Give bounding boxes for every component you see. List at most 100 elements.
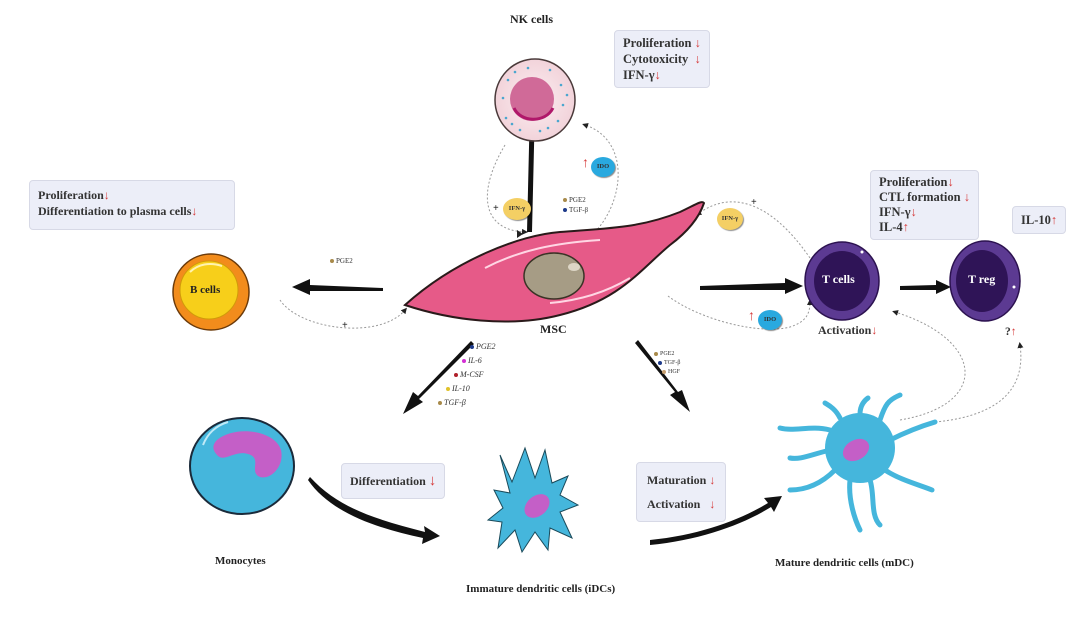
- effect-text: Proliferation: [38, 188, 104, 202]
- ifn-gamma-pill-nk: IFN-γ: [503, 198, 531, 220]
- idc-cell: [486, 446, 580, 554]
- t-effect-row: IFN-γ↓: [879, 205, 970, 220]
- down-arrow-icon: ↓: [963, 190, 970, 204]
- ifn-gamma-pill-t: IFN-γ: [717, 208, 743, 230]
- nk-cells-label: NK cells: [510, 12, 553, 26]
- down-arrow-icon: ↓: [947, 175, 954, 189]
- nk-cell: [494, 58, 576, 142]
- t-effect-row: IL-4↑: [879, 220, 970, 235]
- mediator-dot-icon: [654, 351, 658, 356]
- plus-sign-t: +: [751, 197, 757, 208]
- dc-mediators: PGE2 TGF-β HGF: [654, 350, 680, 377]
- msc-label: MSC: [540, 322, 567, 336]
- down-arrow-icon: ↓: [191, 204, 198, 218]
- msc-cell: [403, 201, 706, 323]
- t-cells-label: T cells: [822, 272, 855, 286]
- nk-to-msc-curve: [486, 144, 528, 235]
- down-arrow-icon: ↓: [709, 497, 716, 511]
- msc-to-t-ido-curve: [667, 295, 813, 330]
- mediator-name: PGE2: [476, 342, 496, 351]
- effect-text: IFN-γ: [623, 68, 655, 82]
- up-arrow-icon: ↑: [1050, 213, 1058, 227]
- mdc-to-t-curve: [892, 310, 966, 421]
- maturation-row: Maturation ↓: [647, 468, 715, 492]
- mediator-dot-icon: [462, 359, 466, 364]
- mediator-name: IL-10: [452, 384, 470, 393]
- b-to-msc-curve: [279, 299, 407, 329]
- nk-effect-row: Proliferation ↓: [623, 35, 701, 51]
- mediator-item: TGF-β: [563, 205, 588, 215]
- up-arrow-icon: ↑: [902, 220, 909, 234]
- mediator-dot-icon: [446, 387, 450, 392]
- mediator-dot-icon: [438, 401, 442, 406]
- feedback-curves: [279, 123, 1024, 423]
- effect-text: IL-4: [879, 220, 903, 234]
- down-arrow-icon: ↓: [654, 68, 661, 82]
- b-effect-row: Differentiation to plasma cells↓: [38, 203, 226, 219]
- treg-label: T reg: [968, 272, 996, 286]
- effect-text: Proliferation: [623, 36, 692, 50]
- mediator-item: IL-10: [446, 382, 496, 396]
- mediator-item: PGE2: [470, 340, 496, 354]
- effect-text: IL-10: [1021, 213, 1051, 227]
- msc-to-b-arrow: [292, 279, 383, 295]
- ido-pill-nk: IDO: [591, 157, 615, 177]
- mediator-name: PGE2: [660, 351, 675, 357]
- t-effect-row: CTL formation ↓: [879, 190, 970, 205]
- t-to-msc-curve: [695, 201, 811, 259]
- monocyte-to-idc-arrow: [308, 477, 440, 544]
- b-effect-row: Proliferation↓: [38, 187, 226, 203]
- mediator-name: PGE2: [569, 196, 586, 204]
- question-text: ?: [1005, 326, 1011, 338]
- plus-sign-nk: +: [493, 203, 499, 214]
- effect-text: IFN-γ: [879, 205, 911, 219]
- mdc-cell: [777, 392, 938, 533]
- mediator-item: PGE2: [654, 350, 680, 359]
- dc-maturation-box: Maturation ↓ Activation ↓: [636, 462, 727, 522]
- treg-cell: [949, 240, 1021, 322]
- ido-up-arrow-icon: ↑: [748, 309, 755, 324]
- mediator-dot-icon: [563, 208, 567, 213]
- idc-label: Immature dendritic cells (iDCs): [466, 583, 616, 595]
- effect-text: Maturation: [647, 473, 707, 487]
- t-to-treg-arrow: [900, 280, 951, 294]
- monocyte-cell: [189, 417, 295, 515]
- differentiation-row: Differentiation ↓: [350, 473, 436, 489]
- t-effect-row: Proliferation↓: [879, 175, 970, 190]
- mediator-dot-icon: [563, 198, 567, 203]
- mediator-item: PGE2: [563, 195, 588, 205]
- mediator-dot-icon: [662, 369, 666, 374]
- ido-pill-t: IDO: [758, 310, 782, 330]
- plus-sign-b: +: [342, 320, 348, 331]
- b-cell: [172, 253, 250, 331]
- effect-text: Differentiation to plasma cells: [38, 204, 192, 218]
- effect-text: Proliferation: [879, 175, 948, 189]
- t-activation-annotation: Activation↓: [818, 323, 877, 338]
- t-cell: [804, 241, 880, 321]
- monocyte-differentiation-box: Differentiation ↓: [341, 463, 446, 499]
- down-arrow-icon: ↓: [694, 36, 701, 50]
- mediator-name: TGF-β: [569, 206, 589, 214]
- msc-nucleus: [523, 252, 585, 300]
- down-arrow-icon: ↓: [709, 473, 716, 487]
- down-arrow-icon: ↓: [428, 473, 437, 489]
- mediator-name: IL-6: [468, 356, 482, 365]
- effect-text: CTL formation: [879, 190, 961, 204]
- mediator-item: HGF: [662, 368, 680, 377]
- mediator-name: M-CSF: [460, 370, 484, 379]
- mdc-to-treg-curve: [934, 342, 1024, 423]
- mediator-name: HGF: [668, 369, 681, 375]
- down-arrow-icon: ↓: [910, 205, 917, 219]
- nk-effect-row: IFN-γ↓: [623, 67, 701, 83]
- msc-to-nk-ido-curve: [582, 123, 619, 233]
- monocytes-label: Monocytes: [215, 555, 266, 567]
- mediator-item: IL-6: [462, 354, 496, 368]
- activation-text: Activation: [818, 323, 872, 337]
- mediator-item: M-CSF: [454, 368, 496, 382]
- msc-to-t-arrow: [700, 278, 803, 294]
- idc-to-mdc-arrow: [650, 496, 782, 545]
- up-arrow-icon: ↑: [1010, 326, 1017, 338]
- effect-text: Differentiation: [350, 474, 426, 488]
